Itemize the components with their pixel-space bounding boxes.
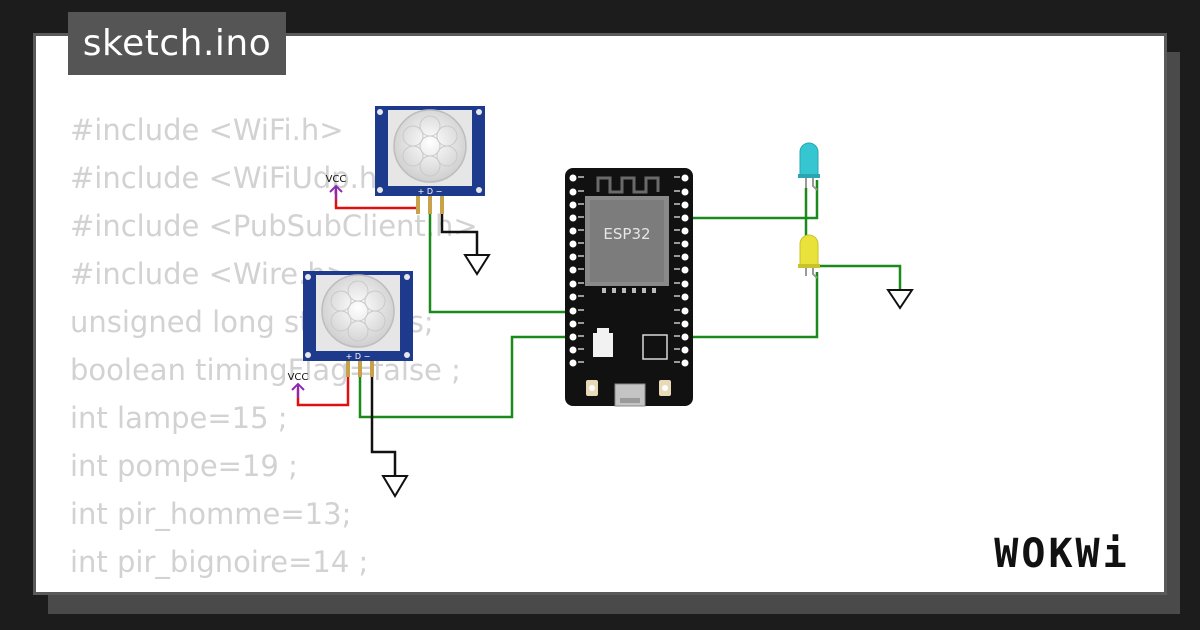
led-yellow[interactable] [798, 234, 820, 279]
wire-yellow-led[interactable] [686, 272, 819, 339]
esp32-board[interactable]: ESP32 [565, 168, 693, 407]
vcc-symbol-2: VCC [288, 372, 309, 398]
vcc-arrow-icon [329, 184, 343, 200]
green-wires [358, 180, 902, 419]
black-wires [370, 198, 479, 476]
code-line: #include <Wire.h> [70, 257, 351, 291]
wire-cyan-led[interactable] [686, 180, 819, 220]
pir-pin-labels: + D − [418, 187, 443, 196]
vcc-arrow-icon [291, 382, 305, 398]
code-line: int pir_bignoire=14 ; [70, 545, 369, 579]
vcc-symbol-1: VCC [326, 174, 347, 200]
wire-led-ground[interactable] [804, 188, 902, 290]
vcc-label: VCC [288, 372, 309, 383]
pir-sensor-1[interactable]: + D − [375, 106, 485, 214]
wokwi-logo: WOKWi [994, 531, 1129, 577]
ground-icon [381, 475, 409, 498]
file-tab[interactable]: sketch.ino [68, 12, 286, 75]
ground-symbols [381, 254, 914, 498]
voltage-regulator [593, 333, 613, 357]
code-line: #include <PubSubClient.h> [70, 209, 478, 243]
code-line: int lampe=15 ; [70, 401, 288, 435]
wire-pir2-gnd[interactable] [370, 368, 397, 476]
led-cyan[interactable] [798, 142, 820, 191]
usb-chip [642, 334, 668, 360]
pir-pin-labels: + D − [346, 352, 371, 361]
wokwi-logo-text: WOKWi [994, 531, 1129, 577]
wire-pir1-gnd[interactable] [440, 198, 479, 255]
vcc-label: VCC [326, 174, 347, 185]
wire-pir1-signal[interactable] [428, 198, 570, 314]
right-pin-header [681, 174, 689, 367]
antenna-icon [596, 176, 660, 194]
ground-icon [463, 254, 491, 276]
ground-icon [886, 289, 914, 310]
left-pin-header [569, 174, 577, 367]
code-line: int pir_homme=13; [70, 497, 352, 531]
code-line: int pompe=19 ; [70, 449, 298, 483]
pir-dome-icon [321, 274, 395, 348]
code-line: #include <WiFi.h> [70, 113, 344, 147]
board-label: ESP32 [603, 225, 650, 243]
pir-sensor-2[interactable]: + D − [303, 271, 413, 377]
pir-dome-icon [393, 109, 467, 183]
wire-pir2-signal[interactable] [358, 335, 570, 419]
code-line: #include <WiFiUdp.h> [70, 161, 402, 195]
